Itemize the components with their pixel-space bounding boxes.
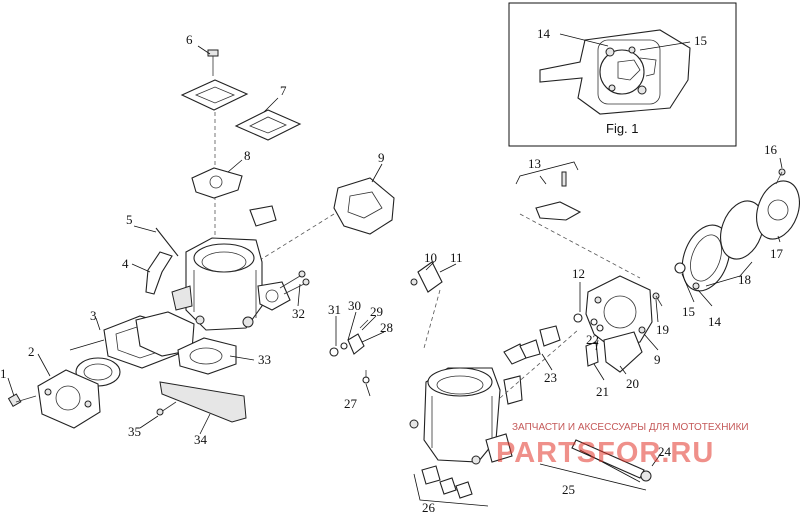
callout-32: 32 xyxy=(292,306,305,321)
callout-1: 1 xyxy=(0,366,7,381)
callout-20: 20 xyxy=(626,376,639,391)
callout-12: 12 xyxy=(572,266,585,281)
callout-23: 23 xyxy=(544,370,557,385)
callout-28: 28 xyxy=(380,320,393,335)
callout-18: 18 xyxy=(738,272,751,287)
callout-7: 7 xyxy=(280,83,287,98)
callout-11: 11 xyxy=(450,250,463,265)
watermark-tagline: ЗАПЧАСТИ И АКСЕССУАРЫ ДЛЯ МОТОТЕХНИКИ xyxy=(512,422,749,433)
callout-22: 22 xyxy=(586,332,599,347)
callout-30: 30 xyxy=(348,298,361,313)
callout-25: 25 xyxy=(562,482,575,497)
callout-24: 24 xyxy=(658,444,672,459)
watermark-logo: ЗАПЧАСТИ И АКСЕССУАРЫ ДЛЯ МОТОТЕХНИКИ PA… xyxy=(496,422,749,469)
callout-3: 3 xyxy=(90,308,97,323)
callout-17: 17 xyxy=(770,246,784,261)
callout-8: 8 xyxy=(244,148,251,163)
callout-6: 6 xyxy=(186,32,193,47)
callout-26: 26 xyxy=(422,500,436,514)
callout-19: 19 xyxy=(656,322,669,337)
callout-2: 2 xyxy=(28,344,35,359)
callout-35: 35 xyxy=(128,424,141,439)
callout-9-left: 9 xyxy=(378,150,385,165)
inset-caption: Fig. 1 xyxy=(606,121,639,136)
watermark-brand: PARTSFOR.RU xyxy=(496,437,714,469)
left-assembly: 6 7 8 9 5 4 3 2 1 33 34 35 32 31 30 29 2… xyxy=(0,32,395,447)
callout-5: 5 xyxy=(126,212,133,227)
callout-34: 34 xyxy=(194,432,208,447)
callout-14-inset: 14 xyxy=(537,26,551,41)
callout-15-right: 15 xyxy=(682,304,695,319)
callout-9-right: 9 xyxy=(654,352,661,367)
callout-16: 16 xyxy=(764,142,778,157)
callout-31: 31 xyxy=(328,302,341,317)
callout-33: 33 xyxy=(258,352,271,367)
callout-15-inset: 15 xyxy=(694,33,707,48)
callout-10: 10 xyxy=(424,250,437,265)
callout-13: 13 xyxy=(528,156,541,171)
callout-21: 21 xyxy=(596,384,609,399)
callout-27: 27 xyxy=(344,396,358,411)
callout-14-right: 14 xyxy=(708,314,722,329)
inset-fig1: 14 15 Fig. 1 xyxy=(508,2,737,147)
right-assembly: 13 10 11 12 22 21 20 19 9 23 18 17 16 15… xyxy=(409,142,800,514)
callout-29: 29 xyxy=(370,304,383,319)
callout-4: 4 xyxy=(122,256,129,271)
